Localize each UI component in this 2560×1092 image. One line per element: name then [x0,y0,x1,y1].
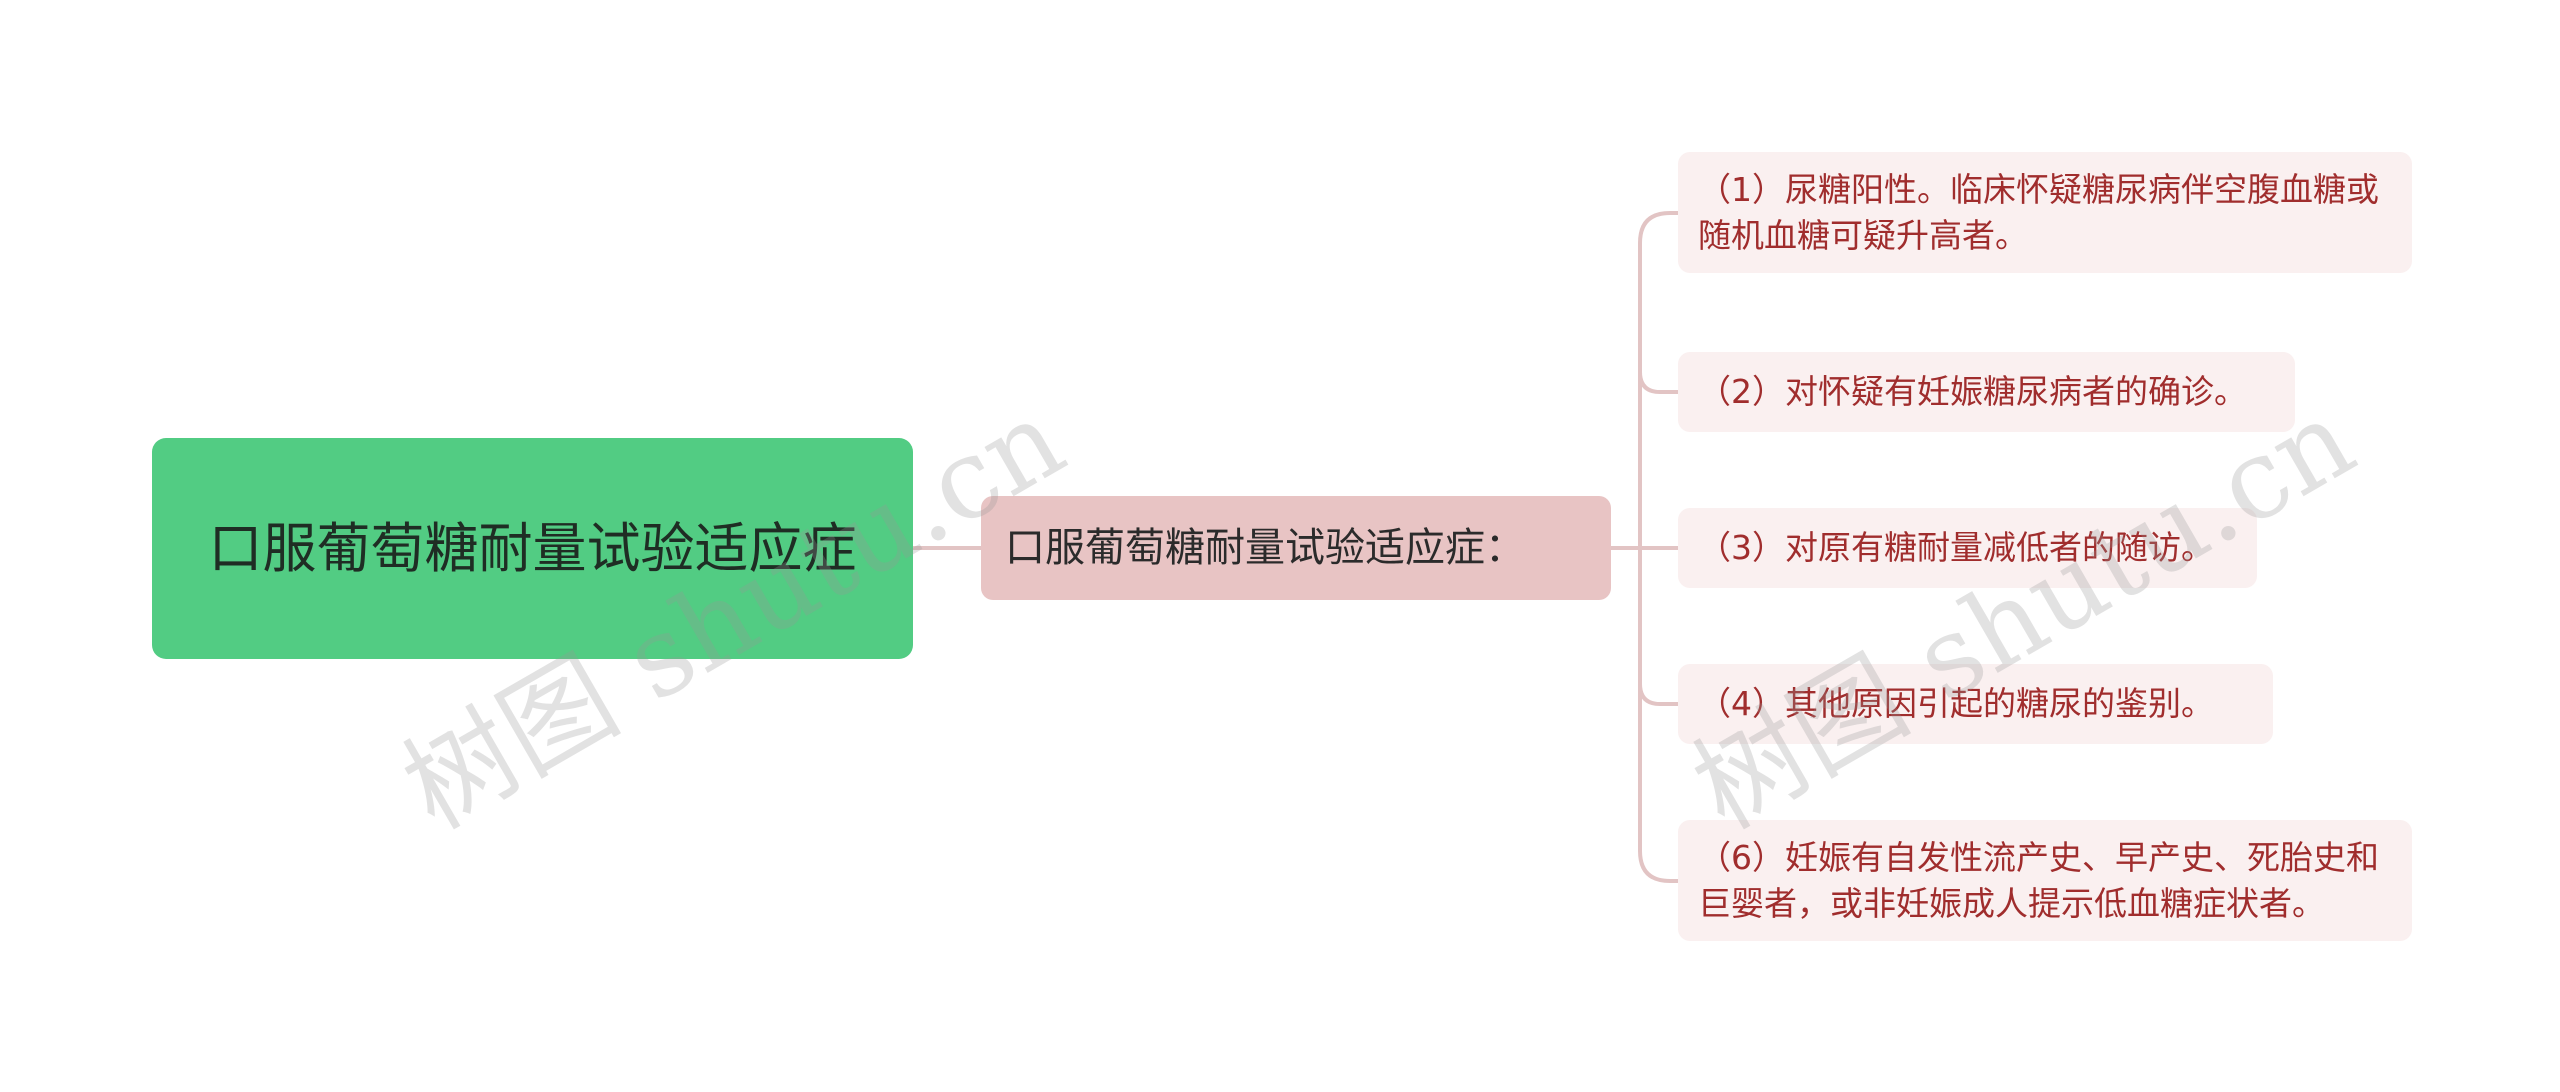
topic-node[interactable]: 口服葡萄糖耐量试验适应症： [981,496,1611,600]
connector-leaf-2 [1638,371,1678,394]
connector-leaf-4 [1638,683,1678,706]
root-node[interactable]: 口服葡萄糖耐量试验适应症 [152,438,913,659]
root-node-label: 口服葡萄糖耐量试验适应症 [208,516,857,580]
leaf-node-label: （6）妊娠有自发性流产史、早产史、死胎史和巨婴者，或非妊娠成人提示低血糖症状者。 [1698,837,2379,923]
leaf-node-label: （1）尿糖阳性。临床怀疑糖尿病伴空腹血糖或随机血糖可疑升高者。 [1698,169,2379,255]
leaf-node-1[interactable]: （1）尿糖阳性。临床怀疑糖尿病伴空腹血糖或随机血糖可疑升高者。 [1678,152,2412,273]
leaf-node-2[interactable]: （2）对怀疑有妊娠糖尿病者的确诊。 [1678,352,2295,432]
leaf-node-4[interactable]: （4）其他原因引起的糖尿的鉴别。 [1678,664,2273,744]
leaf-node-5[interactable]: （6）妊娠有自发性流产史、早产史、死胎史和巨婴者，或非妊娠成人提示低血糖症状者。 [1678,820,2412,941]
topic-node-label: 口服葡萄糖耐量试验适应症： [1005,525,1525,571]
leaf-node-label: （2）对怀疑有妊娠糖尿病者的确诊。 [1698,372,2247,411]
leaf-node-label: （4）其他原因引起的糖尿的鉴别。 [1698,684,2214,723]
leaf-node-3[interactable]: （3）对原有糖耐量减低者的随访。 [1678,508,2257,588]
leaf-node-label: （3）对原有糖耐量减低者的随访。 [1698,528,2214,567]
